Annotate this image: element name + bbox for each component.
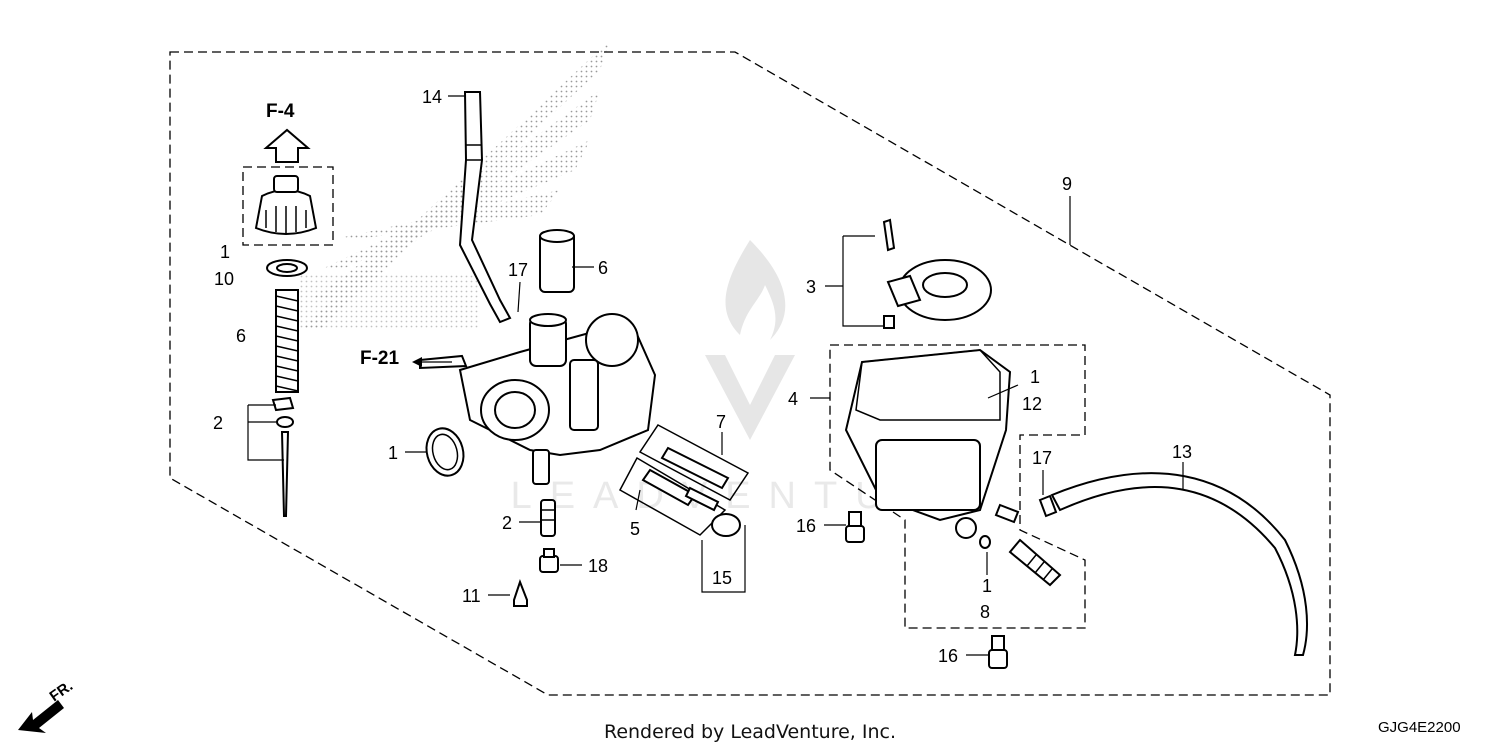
carburetor-body: [419, 229, 657, 485]
drain-plug: [539, 548, 559, 573]
o-ring: [425, 427, 465, 477]
callout-14: 14: [422, 87, 442, 107]
callout-2-jet: 2: [502, 513, 512, 533]
callout-9: 9: [1062, 174, 1072, 194]
callout-5: 5: [630, 519, 640, 539]
callout-17-top: 17: [508, 260, 528, 280]
throttle-spring: [275, 289, 299, 393]
callout-3: 3: [806, 277, 816, 297]
float-chamber-boundary: [829, 344, 1086, 629]
f21-reference: F-21: [360, 348, 452, 369]
callout-7: 7: [716, 412, 726, 432]
svg-text:F-4: F-4: [266, 101, 295, 122]
callout-15: 15: [712, 568, 732, 588]
top-cap-box: [242, 166, 334, 246]
svg-text:FR.: FR.: [47, 677, 77, 705]
bolt-16-mid: [845, 511, 865, 543]
diagram-code: GJG4E2200: [1378, 719, 1461, 736]
callout-1-oring: 1: [388, 443, 398, 463]
carburetor-top-cap: [254, 175, 318, 235]
wing-emblem-watermark: [300, 40, 610, 330]
callout-6-left: 6: [236, 326, 246, 346]
callout-1-bottom: 1: [982, 576, 992, 596]
callout-1-cap: 1: [220, 242, 230, 262]
vent-tube: [458, 91, 512, 324]
small-washer: [979, 535, 991, 549]
callout-1-bowl: 1: [1030, 367, 1040, 387]
float: [842, 218, 992, 329]
callout-18: 18: [588, 556, 608, 576]
callout-11: 11: [462, 586, 481, 606]
float-chamber: [844, 348, 1020, 539]
callout-4: 4: [788, 389, 798, 409]
callout-10: 10: [214, 269, 234, 289]
svg-text:F-21: F-21: [360, 348, 400, 369]
callout-13: 13: [1172, 442, 1192, 462]
assembly-boundary: [169, 51, 1331, 696]
front-direction-arrow: FR.: [18, 677, 76, 733]
drain-tube: [1038, 472, 1308, 656]
f4-reference: F-4: [263, 101, 311, 163]
callout-8: 8: [980, 602, 990, 622]
bolt-16-bottom: [988, 635, 1008, 669]
callout-16-mid: 16: [796, 516, 816, 536]
callout-16-bottom: 16: [938, 646, 958, 666]
callouts: 14 9 1 10 6 2 17 6 1 2 18 11 7 5 15 3 4 …: [213, 87, 1192, 666]
jet-needle: [271, 396, 295, 517]
main-jet: [540, 499, 556, 537]
drain-screw: [1008, 538, 1062, 587]
callout-2-left: 2: [213, 413, 223, 433]
footer-credit: Rendered by LeadVenture, Inc.: [604, 721, 896, 743]
callout-12: 12: [1022, 394, 1042, 414]
adjuster-screw-box: [618, 424, 750, 593]
leader-lines: [405, 95, 1184, 656]
callout-17-right: 17: [1032, 448, 1052, 468]
callout-6-top: 6: [598, 258, 608, 278]
needle-leaders: [247, 404, 284, 461]
clip: [513, 579, 528, 607]
